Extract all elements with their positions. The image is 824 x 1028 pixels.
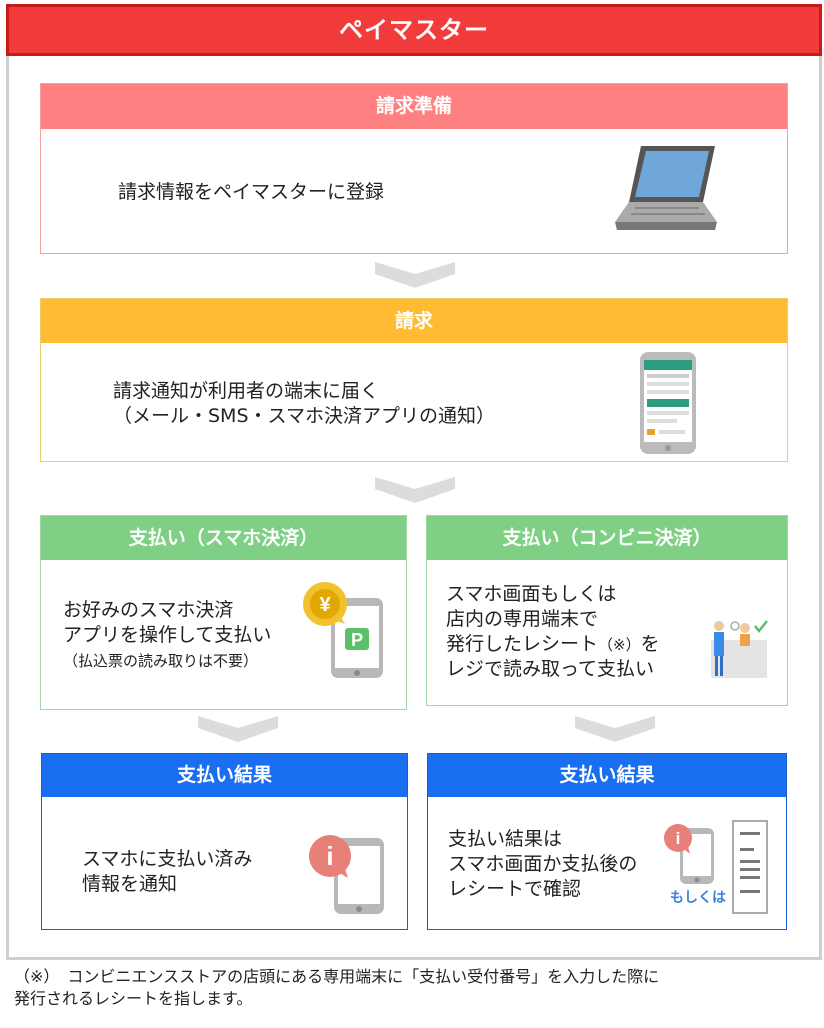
phone-notification-icon: i xyxy=(309,835,384,914)
pay-convenience-line-2: 店内の専用端末で xyxy=(446,608,599,630)
pay-smartphone-header: 支払い（スマホ決済） xyxy=(41,516,406,560)
footnote: （※） コンビニエンスストアの店頭にある専用端末に「支払い受付番号」を入力した際… xyxy=(14,966,814,1010)
pay-convenience-line-3: 発行したレシート（※）を xyxy=(446,632,660,658)
arrow-down-icon xyxy=(198,716,278,742)
phone-payment-icon: P ¥ xyxy=(303,582,383,678)
page-title: ペイマスター xyxy=(6,4,822,56)
pay-convenience-line-1: スマホ画面もしくは xyxy=(446,583,617,605)
result-convenience-line-1: 支払い結果は xyxy=(448,828,563,850)
result-smartphone-header: 支払い結果 xyxy=(42,754,407,797)
receipt-icon xyxy=(732,820,768,914)
billing-header: 請求 xyxy=(41,299,787,343)
arrow-down-icon xyxy=(575,716,655,742)
or-label: もしくは xyxy=(670,890,726,906)
pay-convenience-header: 支払い（コンビニ決済） xyxy=(427,516,787,560)
pay-convenience-line-4: レジで読み取って支払い xyxy=(446,658,655,680)
yen-symbol: ¥ xyxy=(319,594,331,616)
arrow-down-icon xyxy=(375,262,455,288)
receipt-text: 発行したレシート xyxy=(446,633,599,655)
result-convenience-header: 支払い結果 xyxy=(428,754,786,797)
billing-text-line-1: 請求通知が利用者の端末に届く xyxy=(113,380,380,402)
billing-text-line-2: （メール・SMS・スマホ決済アプリの通知） xyxy=(113,405,495,427)
footnote-mark: （※） xyxy=(598,636,641,654)
footnote-line-1: （※） コンビニエンスストアの店頭にある専用端末に「支払い受付番号」を入力した際… xyxy=(14,967,660,986)
pay-smartphone-line-2: アプリを操作して支払い xyxy=(63,624,272,646)
result-convenience-line-3: レシートで確認 xyxy=(448,878,582,900)
object-particle: を xyxy=(640,633,660,655)
result-convenience-line-2: スマホ画面か支払後の xyxy=(448,853,638,875)
phone-info-icon: i xyxy=(664,824,714,884)
info-symbol: i xyxy=(676,829,681,848)
pay-smartphone-box: 支払い（スマホ決済） お好みのスマホ決済 アプリを操作して支払い （払込票の読み… xyxy=(40,515,407,710)
cashier-icon xyxy=(711,620,768,678)
result-smartphone-line-1: スマホに支払い済み xyxy=(82,848,253,870)
result-convenience-box: 支払い結果 支払い結果は スマホ画面か支払後の レシートで確認 i もしくは xyxy=(427,753,787,930)
parking-symbol: P xyxy=(351,630,363,650)
result-smartphone-line-2: 情報を通知 xyxy=(82,873,178,895)
laptop-icon xyxy=(615,146,717,230)
info-symbol: i xyxy=(326,841,333,871)
smartphone-app-icon xyxy=(640,352,696,454)
arrow-down-icon xyxy=(375,477,455,503)
pay-smartphone-line-3: （払込票の読み取りは不要） xyxy=(63,652,259,670)
billing-box: 請求 請求通知が利用者の端末に届く （メール・SMS・スマホ決済アプリの通知） xyxy=(40,298,788,462)
billing-prep-text: 請求情報をペイマスターに登録 xyxy=(118,181,385,203)
footnote-line-2: 発行されるレシートを指します。 xyxy=(14,989,253,1008)
result-smartphone-box: 支払い結果 スマホに支払い済み 情報を通知 i xyxy=(41,753,408,930)
pay-smartphone-line-1: お好みのスマホ決済 xyxy=(63,599,234,621)
billing-prep-box: 請求準備 請求情報をペイマスターに登録 xyxy=(40,83,788,254)
pay-convenience-box: 支払い（コンビニ決済） スマホ画面もしくは 店内の専用端末で 発行したレシート（… xyxy=(426,515,788,706)
billing-prep-header: 請求準備 xyxy=(41,84,787,129)
